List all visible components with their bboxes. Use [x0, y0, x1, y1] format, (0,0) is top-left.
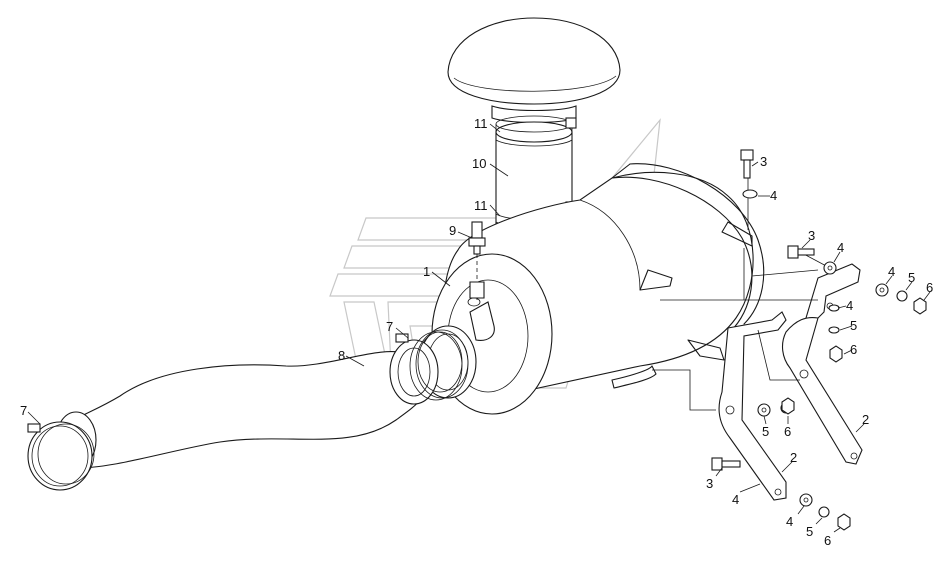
- callout-6-right: 6: [926, 280, 933, 295]
- callout-2-right: 2: [862, 412, 869, 427]
- outlet-nozzle: [467, 297, 495, 341]
- callout-7-left: 7: [20, 403, 27, 418]
- rain-cap: [447, 17, 621, 124]
- callout-4-middle: 4: [837, 240, 844, 255]
- callout-labels: 11 10 11 9 1 8 7 7 3 4 3 4 4 5 6 4 5 6 2…: [20, 116, 933, 548]
- callout-10: 10: [472, 156, 486, 171]
- callout-4-right: 4: [888, 264, 895, 279]
- callout-6-lower: 6: [784, 424, 791, 439]
- callout-3-top: 3: [760, 154, 767, 169]
- callout-8: 8: [338, 348, 345, 363]
- callout-6-bracket: 6: [850, 342, 857, 357]
- support-bracket-left: [718, 311, 787, 501]
- callout-5-bottom: 5: [806, 524, 813, 539]
- callout-11-top: 11: [474, 116, 488, 131]
- callout-5-right: 5: [908, 270, 915, 285]
- callout-4-bottom-b: 4: [786, 514, 793, 529]
- callout-7-right: 7: [386, 319, 393, 334]
- callout-11-bottom: 11: [474, 198, 488, 213]
- bolt-middle: [787, 245, 815, 259]
- washers: [742, 189, 889, 507]
- callout-9: 9: [449, 223, 456, 238]
- hose-clamp-left: [27, 421, 95, 491]
- callout-5-bracket: 5: [850, 318, 857, 333]
- hose-clamp-right: [395, 329, 469, 401]
- bolt-bottom: [711, 457, 741, 471]
- callout-3-middle: 3: [808, 228, 815, 243]
- callout-4-top: 4: [770, 188, 777, 203]
- callout-3-bottom: 3: [706, 476, 713, 491]
- nuts: [781, 297, 927, 531]
- restriction-indicator: [468, 221, 486, 300]
- support-bracket-right: [781, 316, 863, 465]
- callout-2-left: 2: [790, 450, 797, 465]
- callout-4-bottom-a: 4: [732, 492, 739, 507]
- outlet-hose: [55, 325, 477, 469]
- leader-lines: [27, 123, 931, 533]
- bolt-top: [740, 149, 754, 179]
- callout-6-bottom: 6: [824, 533, 831, 548]
- callout-1: 1: [423, 264, 430, 279]
- callout-4-bracket: 4: [846, 298, 853, 313]
- callout-5-lower: 5: [762, 424, 769, 439]
